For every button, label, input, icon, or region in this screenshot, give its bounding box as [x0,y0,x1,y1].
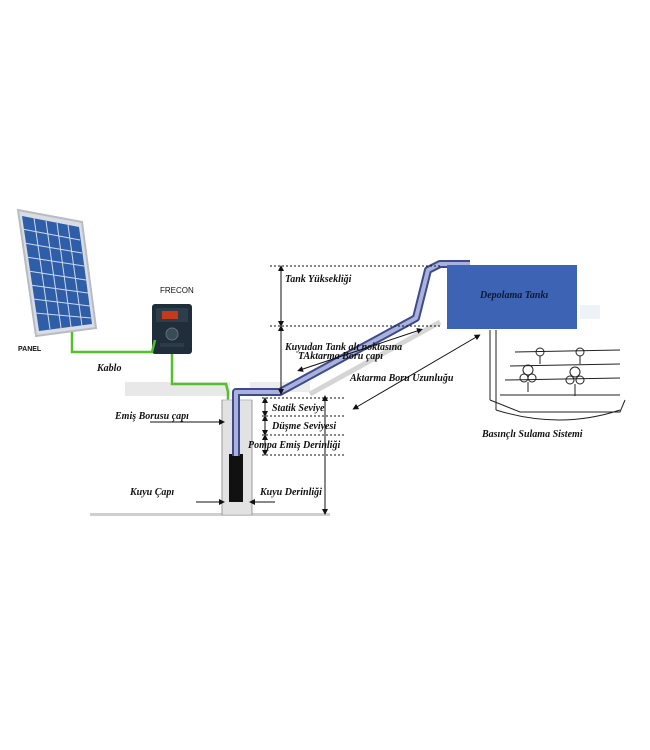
basincli-sulama-label: Basınçlı Sulama Sistemi [481,429,583,440]
dusme-seviyesi-label: Düşme Seviyesi [271,421,336,432]
dimension-lines [150,265,481,515]
well [221,399,253,516]
depolama-tanki-label: Depolama Tankı [479,290,548,301]
kuyu-capi-label: Kuyu Çapı [129,487,174,498]
storage-tank [447,265,577,329]
cable [70,332,230,462]
pompa-emis-derinligi-label: Pompa Emiş Derinliği [248,440,340,451]
frecon-label: FRECON [160,286,194,295]
solar-panel-image [16,208,98,338]
plant-icon [519,347,585,396]
aktarma-boru-capi-label: TAktarma Boru çapı [298,351,383,362]
tank-yuksekligi-label: Tank Yüksekliği [285,274,352,285]
inverter-image [152,304,192,354]
tank-outlet [580,305,600,319]
kuyudan-tank-label: Kuyudan Tank alt noktasına [284,342,402,353]
kablo-label: Kablo [96,363,121,374]
emis-borusu-capi-label: Emiş Borusu çapı [114,411,189,422]
panel-label: PANEL [18,346,42,353]
transfer-pipe [232,260,470,456]
kuyu-derinligi-label: Kuyu Derinliği [259,487,322,498]
aktarma-boru-uzunlugu-label: Aktarma Boru Uzunluğu [349,373,454,384]
irrigation-system [489,330,626,421]
statik-seviye-label: Statik Seviye [272,403,325,414]
